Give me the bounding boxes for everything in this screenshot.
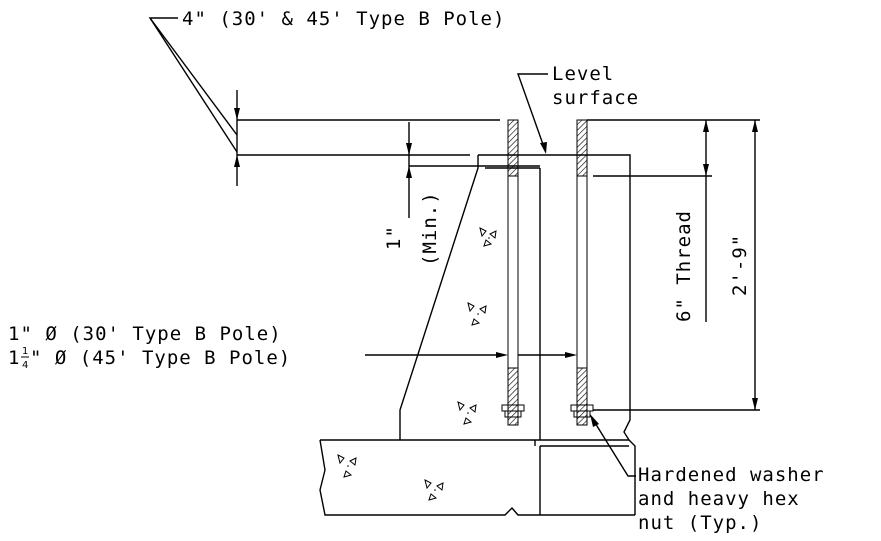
arrow-icon xyxy=(590,414,599,427)
aggregate-icon xyxy=(467,302,487,326)
hex-nut-icon xyxy=(504,410,522,418)
thread-dimension: 6" Thread xyxy=(587,119,760,322)
foundation xyxy=(319,154,636,516)
min-value-label: 1" xyxy=(383,225,405,250)
surface-label: surface xyxy=(552,87,639,109)
pole-height-leader xyxy=(148,17,238,136)
level-label: Level xyxy=(552,63,614,85)
bolt-fraction-denominator: 4 xyxy=(22,360,28,371)
pedestal-slope xyxy=(399,155,479,440)
level-surface-note: Level surface xyxy=(517,63,639,154)
bolt-fraction-numerator: 1 xyxy=(22,346,28,357)
thread-label: 6" Thread xyxy=(673,210,695,322)
arrow-icon xyxy=(540,142,547,154)
arrow-icon xyxy=(234,155,240,167)
anchor-bolt-left xyxy=(501,119,525,426)
anchor-bolt-right xyxy=(570,119,594,426)
pole-height-label: 4" (30' & 45' Type B Pole) xyxy=(182,8,505,30)
aggregate-symbols xyxy=(337,227,497,501)
height-dimension xyxy=(234,90,500,186)
bolt-thread-top xyxy=(507,119,519,177)
washer-label-3: nut (Typ.) xyxy=(638,512,762,534)
washer-label-1: Hardened washer xyxy=(638,464,825,486)
bolt-thread-bottom xyxy=(576,367,588,426)
arrow-icon xyxy=(406,166,412,178)
arrow-icon xyxy=(406,143,412,155)
footing-top xyxy=(320,439,636,515)
bolt-diameter-note: 1" Ø (30' Type B Pole) 1 1 4 " Ø (45' Ty… xyxy=(8,323,577,371)
washer-leader xyxy=(591,417,636,477)
footing-outline xyxy=(319,439,635,516)
bolt-diameter-45: " Ø (45' Type B Pole) xyxy=(30,347,291,369)
arrow-icon xyxy=(703,120,709,132)
bolt-thread-bottom xyxy=(507,367,519,426)
arrow-icon xyxy=(565,352,577,358)
min-note-label: (Min.) xyxy=(419,191,441,266)
aggregate-icon xyxy=(424,479,444,501)
pole-height-leader-2 xyxy=(149,17,238,153)
total-dimension: 2'-9" xyxy=(593,120,760,411)
aggregate-icon xyxy=(479,227,497,247)
bolt-diameter-30: 1" Ø (30' Type B Pole) xyxy=(8,323,282,345)
aggregate-icon xyxy=(337,454,357,478)
arrow-icon xyxy=(234,108,240,120)
aggregate-icon xyxy=(457,401,477,425)
arrow-icon xyxy=(752,120,758,132)
bolt-thread-top xyxy=(576,119,588,177)
bolt-diameter-45-whole: 1 xyxy=(8,347,20,369)
arrow-icon xyxy=(496,352,508,358)
total-label: 2'-9" xyxy=(729,234,751,296)
pole-height-note: 4" (30' & 45' Type B Pole) xyxy=(148,8,505,153)
level-leader xyxy=(517,73,548,151)
washer-label-2: and heavy hex xyxy=(638,488,800,510)
arrow-icon xyxy=(752,398,758,410)
arrow-icon xyxy=(703,164,709,176)
pedestal-outline xyxy=(478,154,631,441)
min-dimension: 1" (Min.) xyxy=(383,122,540,266)
washer-nut-note: Hardened washer and heavy hex nut (Typ.) xyxy=(590,414,825,534)
